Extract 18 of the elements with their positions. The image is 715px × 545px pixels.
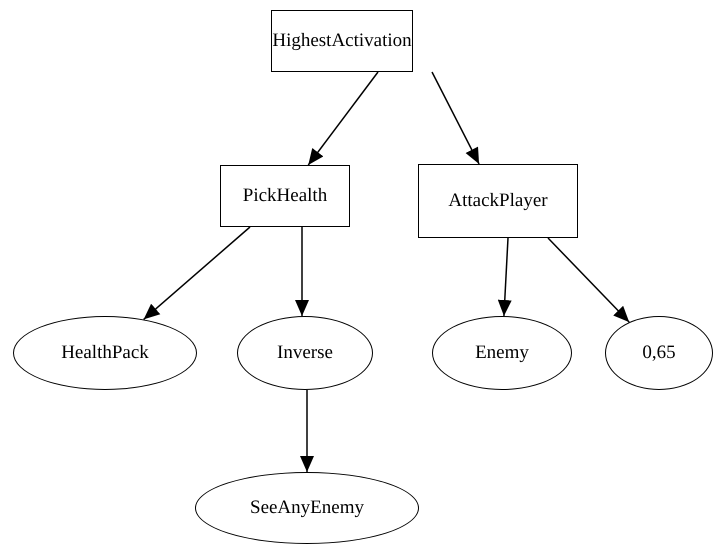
arrow	[143, 226, 250, 320]
node-label: SeeAnyEnemy	[250, 497, 364, 519]
node-label: Inverse	[277, 342, 333, 364]
node-label: AttackPlayer	[448, 190, 548, 212]
node-label: HealthPack	[61, 342, 149, 364]
node-label: 0,65	[642, 342, 676, 364]
arrow	[547, 237, 630, 323]
node-label: Enemy	[475, 342, 529, 364]
process-box	[271, 10, 413, 72]
arrow	[300, 390, 314, 472]
node-label: HighestActivation	[272, 30, 412, 52]
arrow	[295, 227, 309, 316]
arrow	[431, 72, 480, 164]
arrow	[308, 72, 379, 166]
node-label: PickHealth	[242, 185, 328, 207]
process-box	[220, 165, 350, 227]
arrow	[498, 238, 512, 316]
process-box	[418, 164, 578, 238]
